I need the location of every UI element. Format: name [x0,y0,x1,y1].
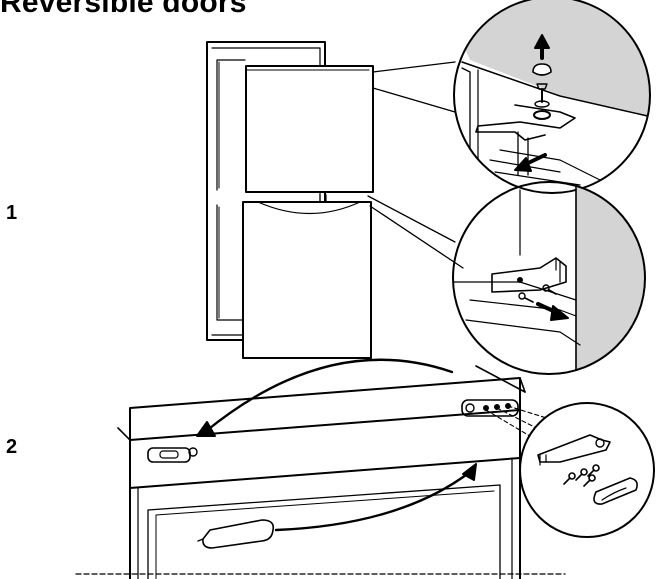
callout-lines-top [372,61,456,113]
fridge-top-illustration [117,365,586,579]
step-2-number: 2 [6,436,18,458]
fridge-illustration [206,41,374,359]
curved-arrow-hinge-move [203,358,454,434]
curved-arrow-cover-move [274,470,472,532]
step-1-number: 1 [6,202,18,224]
callout-lines-middle [367,195,464,269]
detail-middle-hinge [452,181,646,375]
detail-parts [519,402,655,538]
detail-top-hinge [453,0,651,194]
page-title: Reversible doors [0,0,247,19]
